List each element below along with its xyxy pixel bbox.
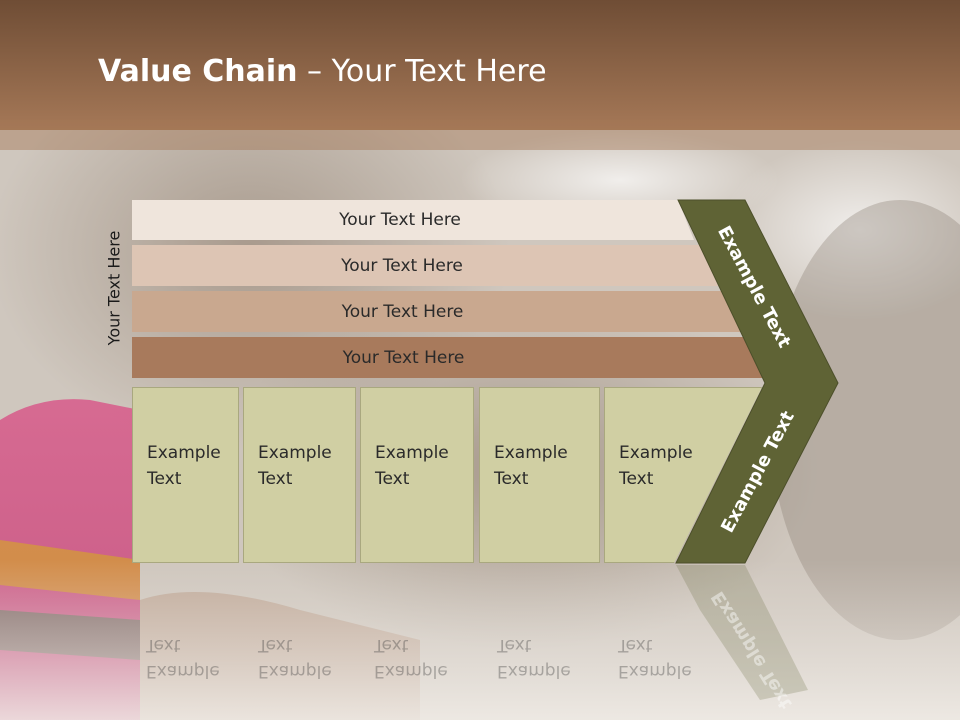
activity-text-line1: Example <box>494 443 568 463</box>
activity-text-line2: Text <box>494 469 529 489</box>
title-rest: – Your Text Here <box>297 54 547 89</box>
activity-box-2: Example Text <box>243 387 356 563</box>
support-band-3: Your Text Here <box>132 291 741 332</box>
activity-text-line2: Text <box>147 469 182 489</box>
support-band-1: Your Text Here <box>132 200 694 240</box>
reflection-text-4: Example Text <box>497 632 571 684</box>
activity-box-4: Example Text <box>479 387 600 563</box>
reflection-text-1: Example Text <box>146 632 220 684</box>
activity-text-line1: Example <box>375 443 449 463</box>
activity-text-line1: Example <box>147 443 221 463</box>
activity-text-line2: Text <box>258 469 293 489</box>
support-band-2: Your Text Here <box>132 245 718 286</box>
activity-text-line2: Text <box>619 469 654 489</box>
band-label: Your Text Here <box>341 301 464 322</box>
reflection-line1: Example <box>146 661 220 681</box>
reflection-line1: Example <box>374 661 448 681</box>
band-label: Your Text Here <box>342 347 465 368</box>
reflection-text-2: Example Text <box>258 632 332 684</box>
slide-title: Value Chain – Your Text Here <box>98 54 547 89</box>
support-band-4: Your Text Here <box>132 337 765 378</box>
activity-box-1: Example Text <box>132 387 239 563</box>
reflection-line1: Example <box>258 661 332 681</box>
reflection-line1: Example <box>497 661 571 681</box>
activity-text-line1: Example <box>619 443 693 463</box>
reflection-line2: Text <box>497 635 532 655</box>
reflection-text-3: Example Text <box>374 632 448 684</box>
activity-text-line2: Text <box>375 469 410 489</box>
reflection-line2: Text <box>146 635 181 655</box>
band-label: Your Text Here <box>339 210 461 230</box>
reflection-line2: Text <box>374 635 409 655</box>
reflection-line2: Text <box>618 635 653 655</box>
activity-text-line1: Example <box>258 443 332 463</box>
band-label: Your Text Here <box>341 255 463 276</box>
reflection-line1: Example <box>618 661 692 681</box>
reflection-line2: Text <box>258 635 293 655</box>
reflection-text-5: Example Text <box>618 632 692 684</box>
activity-box-3: Example Text <box>360 387 474 563</box>
title-bold: Value Chain <box>98 54 298 89</box>
